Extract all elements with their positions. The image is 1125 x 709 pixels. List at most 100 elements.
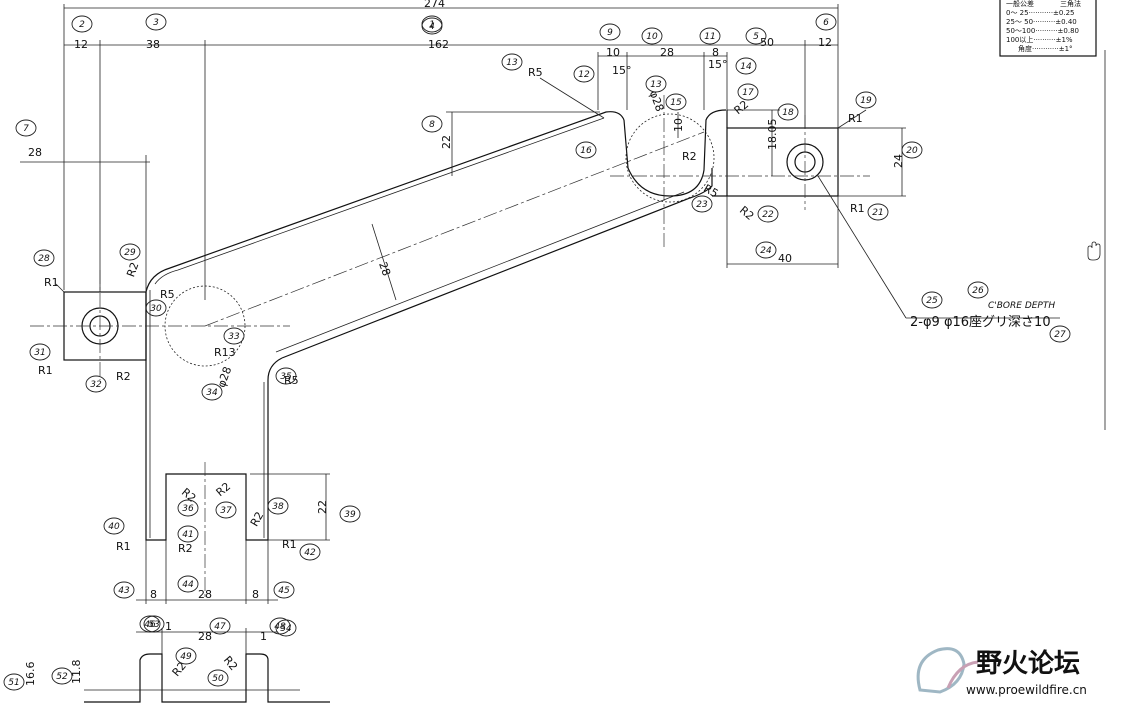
part-outline [30, 95, 870, 600]
tolerance-row: 25～ 50··········±0.40 [1006, 18, 1077, 26]
dim-12-right: 12 [818, 36, 832, 49]
part-dimensions: 22 18.05 24 40 28 10 28 22 8 28 8 [20, 109, 906, 604]
balloon-circle [421, 17, 443, 35]
balloon-label: 2 [79, 20, 85, 30]
balloon-circle [85, 375, 107, 393]
tolerance-header-left: 一般公差 [1006, 0, 1034, 8]
balloon-label: 54 [280, 624, 292, 634]
balloon-label: 34 [206, 388, 218, 398]
balloon-circle [33, 249, 55, 267]
balloon-circle [177, 525, 199, 543]
balloon-circle [275, 367, 297, 385]
r13: R13 [214, 346, 236, 359]
balloon-circle [501, 53, 523, 71]
balloon-circle [29, 343, 51, 361]
balloon-label: 15 [670, 98, 682, 108]
balloon-label: 31 [34, 348, 45, 358]
balloon-label: 36 [182, 504, 194, 514]
hand-cursor-icon [1087, 241, 1101, 261]
r5-right: R5 [701, 182, 720, 201]
balloon-label: 9 [607, 28, 613, 38]
balloon-label: 30 [150, 304, 162, 314]
balloon-label: 21 [872, 208, 883, 218]
balloon-circle [209, 617, 231, 635]
balloon-circle [207, 669, 229, 687]
balloon-circle [735, 57, 757, 75]
balloon-label: 18 [782, 108, 794, 118]
balloon-circle [177, 575, 199, 593]
balloon-label: 38 [272, 502, 284, 512]
balloon-circle [967, 281, 989, 299]
tolerance-row: 100以上··········±1% [1006, 35, 1073, 44]
balloon-label: 13 [506, 58, 518, 68]
balloon-label: 29 [124, 248, 136, 258]
balloon-label: 44 [182, 580, 194, 590]
balloon-circle [339, 505, 361, 523]
dim-28-top: 28 [660, 46, 674, 59]
balloon-label: 12 [578, 70, 590, 80]
balloon-label: 32 [90, 380, 102, 390]
balloon-label: 16 [580, 146, 592, 156]
r1-foot-right: R1 [282, 538, 297, 551]
balloon-circle [145, 299, 167, 317]
dim-28-left: 28 [28, 146, 42, 159]
balloon-circle [175, 647, 197, 665]
balloon-label: 49 [180, 652, 192, 662]
balloon-label: 43 [118, 586, 130, 596]
dim-28-bottom: 28 [198, 588, 212, 601]
r1-left-bottom: R1 [38, 364, 53, 377]
view-r2-left: R2 [170, 660, 189, 680]
balloon-circle [777, 103, 799, 121]
view-r2-right: R2 [221, 654, 240, 674]
hole-note-handwritten: C'BORE DEPTH [988, 301, 1055, 311]
balloon-label: 25 [926, 296, 938, 306]
r2-center: R2 [682, 150, 697, 163]
balloon-circle [421, 115, 443, 133]
dim-24: 24 [892, 154, 905, 168]
tolerance-header-right: 三角法 [1060, 0, 1081, 8]
balloon-circle [103, 517, 125, 535]
balloon-circle [267, 497, 289, 515]
dim-10-top: 10 [606, 46, 620, 59]
balloon-circle [143, 615, 165, 633]
balloon-circle [177, 499, 199, 517]
dim-8-right: 8 [252, 588, 259, 601]
balloon-label: 53 [148, 620, 160, 630]
balloon-circle [273, 581, 295, 599]
balloon-circle [699, 27, 721, 45]
balloon-label: 33 [228, 332, 240, 342]
balloon-label: 27 [1054, 330, 1066, 340]
balloon-circle [223, 327, 245, 345]
dim-162: 162 [428, 38, 449, 51]
watermark-url: www.proewildfire.cn [966, 683, 1087, 697]
balloon-circle [921, 291, 943, 309]
r1-right-lower: R1 [850, 202, 865, 215]
balloon-circle [139, 615, 161, 633]
balloon-label: 3 [153, 18, 159, 28]
balloon-label: 48 [274, 622, 286, 632]
r2-right-lower: R2 [737, 204, 757, 223]
balloon-circle [665, 93, 687, 111]
balloon-label: 14 [740, 62, 752, 72]
angle-left: 15° [612, 64, 632, 77]
balloon-label: 20 [906, 146, 918, 156]
tolerance-row: 角度············±1° [1018, 44, 1073, 53]
balloon-label: 19 [860, 96, 872, 106]
balloon-circle [737, 83, 759, 101]
balloon-label: 37 [220, 506, 232, 516]
balloon-circle [113, 581, 135, 599]
balloon-label: 7 [23, 124, 29, 134]
balloon-circle [867, 203, 889, 221]
balloon-label: 46 [144, 620, 156, 630]
dim-22-lower: 22 [316, 500, 329, 514]
balloon-label: 10 [646, 32, 658, 42]
r1-top-right: R1 [848, 112, 863, 125]
balloon-circle [599, 23, 621, 41]
r5-left: R5 [160, 288, 175, 301]
watermark: 野火论坛 www.proewildfire.cn [916, 647, 1087, 697]
dim-8-top: 8 [712, 46, 719, 59]
balloon-circle [1049, 325, 1071, 343]
angle-right: 15° [708, 58, 728, 71]
balloon-label: 6 [823, 18, 829, 28]
